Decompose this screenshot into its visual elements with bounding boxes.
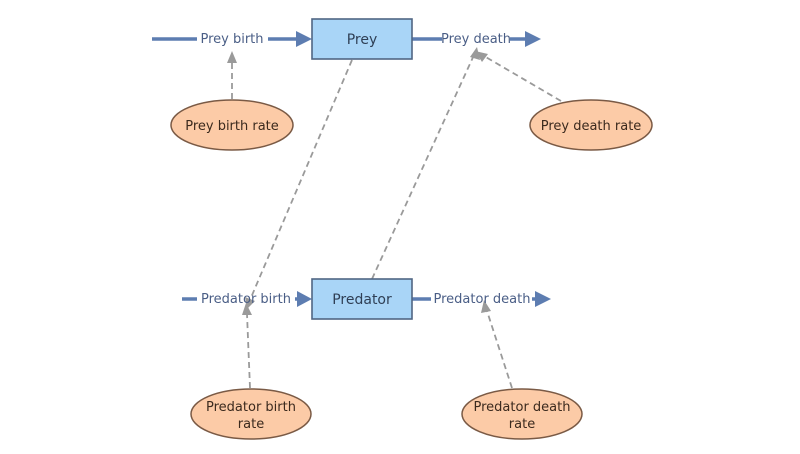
flow-prey-death-pipe [412,31,541,47]
flow-predator-birth-pipe [182,291,312,307]
predator-death-arrowhead [535,291,551,307]
variable-prey-death-rate[interactable]: Prey death rate [529,99,653,151]
link-prey-birth-rate-to-prey-birth [227,51,237,99]
variable-predator-birth-rate-label-line1: Predator birth [206,400,296,415]
variable-predator-death-rate[interactable]: Predator death rate [461,388,583,440]
prey-death-arrowhead [525,31,541,47]
variable-prey-birth-rate-label: Prey birth rate [185,119,279,134]
flow-prey-death-label[interactable]: Prey death [441,32,511,47]
stock-predator-label: Predator [332,292,392,308]
variable-predator-birth-rate[interactable]: Predator birth rate [190,388,312,440]
variable-prey-birth-rate[interactable]: Prey birth rate [170,99,294,151]
flow-prey-birth-label[interactable]: Prey birth [200,32,263,47]
stock-predator[interactable]: Predator [311,278,413,320]
link-predator-death-rate-to-predator-death [481,300,513,389]
link-predator-birth-rate-to-predator-birth [242,303,252,389]
stock-prey[interactable]: Prey [311,18,413,60]
link-prey-to-predator-birth [245,59,353,309]
variable-predator-death-rate-label-line2: rate [509,417,535,432]
variable-predator-death-rate-label-line1: Predator death [474,400,571,415]
prey-birth-arrowhead [296,31,312,47]
link-prey-death-rate-to-prey-death [475,51,562,102]
variable-predator-birth-rate-label-line2: rate [238,417,264,432]
flow-predator-death-pipe [412,291,551,307]
link-predator-to-prey-death [371,47,480,280]
flow-predator-death-label[interactable]: Predator death [434,292,531,307]
flow-predator-birth-label[interactable]: Predator birth [201,292,291,307]
flow-prey-birth-pipe [152,31,312,47]
variable-prey-death-rate-label: Prey death rate [541,119,642,134]
stock-prey-label: Prey [347,32,378,48]
predator-birth-arrowhead [297,291,312,307]
